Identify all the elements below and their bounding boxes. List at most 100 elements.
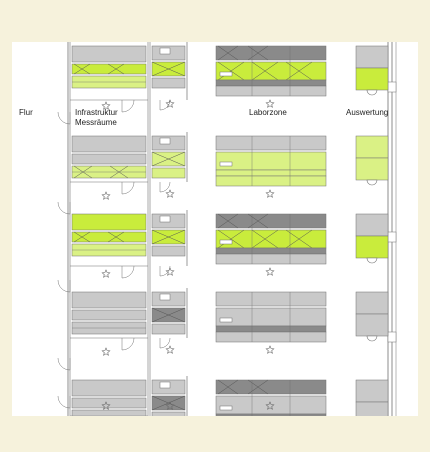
mess-bench-low-3 — [151, 323, 186, 335]
facade-column-0 — [387, 81, 397, 93]
mess-hood-1 — [151, 151, 186, 167]
lab-star-0 — [165, 99, 175, 108]
lab-bench-low-0 — [215, 85, 327, 97]
infra-door-2 — [121, 265, 135, 279]
mess-device-1 — [159, 137, 171, 145]
label-flur: Flur — [19, 108, 33, 117]
auswertung-desk-low-1 — [355, 157, 389, 181]
infra-hood-b-0 — [107, 63, 125, 75]
lab-star-mid-0 — [265, 99, 275, 108]
lab-bench-strip-1 — [215, 169, 327, 177]
lab-furniture — [71, 45, 389, 416]
lab-hood-d-2 — [251, 229, 279, 249]
lab-sink-0 — [219, 71, 233, 77]
lab-star-1 — [165, 189, 175, 198]
lab-bench-mid-4 — [215, 395, 327, 415]
infra-bench-top-0 — [71, 45, 147, 63]
infra-bench-top-3 — [71, 291, 147, 309]
lab-bench-top-0 — [215, 45, 327, 61]
corridor-door-4 — [57, 395, 71, 409]
lab-hood-c-0 — [217, 61, 245, 81]
infra-bench-upper-1 — [71, 153, 147, 165]
infra-hood-a-0 — [73, 63, 91, 75]
mess-bench-low-2 — [151, 245, 186, 257]
lab-hood-a-2 — [217, 213, 239, 229]
mess-bench-low-0 — [151, 77, 186, 89]
infra-star-3 — [101, 347, 111, 356]
mess-door-2 — [159, 265, 171, 277]
floor-plan-drawing — [57, 42, 397, 416]
infra-star-4 — [101, 401, 111, 410]
mess-bench-low-1 — [151, 167, 186, 179]
lab-hood-b-4 — [247, 379, 269, 395]
floor-symbols — [101, 99, 275, 410]
lab-bench-low-2 — [215, 253, 327, 265]
auswertung-desk-low-2 — [355, 235, 389, 259]
auswertung-chair-0 — [366, 89, 378, 96]
infra-bench-upper-2 — [71, 231, 147, 243]
infra-bench-top-2 — [71, 213, 147, 231]
lab-star-mid-4 — [265, 401, 275, 410]
lab-bench-low-1 — [215, 175, 327, 187]
facade-column-2 — [387, 331, 397, 343]
infra-star-0 — [101, 101, 111, 110]
auswertung-chair-1 — [366, 179, 378, 186]
corridor-door-0 — [57, 111, 71, 125]
mess-hood-4 — [151, 395, 186, 411]
infra-door-3 — [121, 337, 135, 351]
lab-hood-e-0 — [285, 61, 313, 81]
lab-hood-b-2 — [247, 213, 269, 229]
label-auswertung: Auswertung — [346, 108, 389, 117]
lab-bench-top-4 — [215, 379, 327, 395]
auswertung-desk-top-3 — [355, 291, 389, 315]
lab-bench-mid-2 — [215, 229, 327, 249]
infra-star-2 — [101, 269, 111, 278]
mess-device-3 — [159, 293, 171, 301]
auswertung-chair-3 — [366, 335, 378, 342]
infra-bench-upper-0 — [71, 63, 147, 75]
label-infrastruktur-messraeume: Infrastruktur Messräume — [75, 108, 118, 128]
mess-door-3 — [159, 337, 171, 349]
lab-bench-mid-1 — [215, 151, 327, 171]
mess-door-1 — [159, 181, 171, 193]
auswertung-chair-2 — [366, 257, 378, 264]
lab-bench-top-1 — [215, 135, 327, 151]
lab-bench-strip-3 — [215, 325, 327, 333]
mess-hood-0 — [151, 61, 186, 77]
lab-sink-2 — [219, 239, 233, 245]
facade-column-1 — [387, 231, 397, 243]
lab-star-2 — [165, 267, 175, 276]
label-infrastruktur: Infrastruktur — [75, 108, 118, 117]
mess-door-0 — [159, 99, 171, 111]
infra-bench-upper-4 — [71, 397, 147, 409]
mess-device-0 — [159, 47, 171, 55]
infra-bench-upper-3 — [71, 309, 147, 321]
lab-hood-c-2 — [217, 229, 245, 249]
lab-star-4 — [165, 401, 175, 410]
auswertung-desk-top-2 — [355, 213, 389, 237]
lab-bench-low-3 — [215, 331, 327, 343]
lab-star-mid-2 — [265, 267, 275, 276]
mess-device-4 — [159, 381, 171, 389]
floor-plan: Flur Infrastruktur Messräume Laborzone A… — [12, 42, 418, 416]
auswertung-desk-top-0 — [355, 45, 389, 69]
label-laborzone: Laborzone — [249, 108, 287, 117]
corridor-door-2 — [57, 279, 71, 293]
lab-bench-mid-0 — [215, 61, 327, 81]
mess-device-2 — [159, 215, 171, 223]
lab-bench-strip-0 — [215, 79, 327, 87]
mess-hood-3 — [151, 307, 186, 323]
infra-bench-lower-4 — [71, 409, 147, 416]
infra-bench-top-4 — [71, 379, 147, 397]
auswertung-desk-low-3 — [355, 313, 389, 337]
lab-sink-1 — [219, 161, 233, 167]
mess-hood-2 — [151, 229, 186, 245]
label-messraeume: Messräume — [75, 118, 117, 127]
corridor-door-1 — [57, 201, 71, 215]
lab-star-3 — [165, 345, 175, 354]
infra-hood-b-2 — [107, 231, 125, 243]
auswertung-desk-low-0 — [355, 67, 389, 91]
lab-bench-mid-3 — [215, 307, 327, 327]
lab-bench-top-3 — [215, 291, 327, 307]
infra-bench-top-1 — [71, 135, 147, 153]
